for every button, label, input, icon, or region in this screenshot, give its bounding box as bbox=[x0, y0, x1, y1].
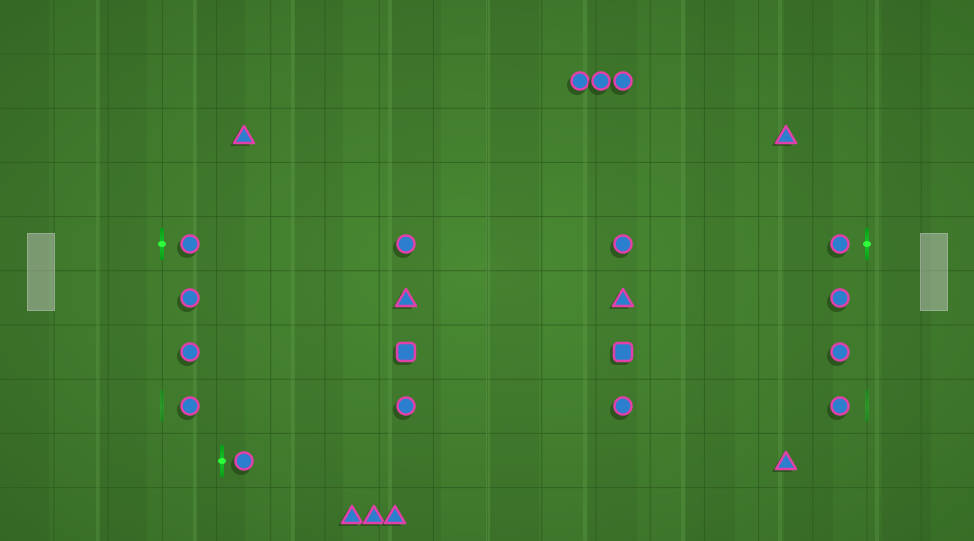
square-piece-icon bbox=[610, 341, 634, 366]
circle-piece-icon bbox=[176, 233, 200, 258]
circle-piece[interactable] bbox=[826, 285, 853, 312]
circle-piece[interactable] bbox=[176, 285, 203, 312]
circle-piece-icon bbox=[826, 396, 850, 421]
circle-piece[interactable] bbox=[176, 231, 203, 258]
right-goal bbox=[920, 233, 948, 311]
triangle-piece[interactable] bbox=[229, 122, 257, 148]
circle-piece[interactable] bbox=[826, 231, 853, 258]
square-piece[interactable] bbox=[393, 339, 419, 366]
circle-piece-icon bbox=[610, 396, 633, 421]
marker-dot-icon bbox=[218, 457, 227, 464]
triangle-piece[interactable] bbox=[338, 502, 365, 528]
field-stripe bbox=[388, 0, 392, 541]
circle-piece-icon bbox=[826, 342, 850, 367]
circle-piece-icon bbox=[826, 288, 850, 312]
triangle-piece-icon bbox=[609, 287, 635, 309]
circle-piece-icon bbox=[393, 233, 417, 258]
triangle-piece-icon bbox=[359, 504, 386, 526]
circle-piece[interactable] bbox=[610, 393, 636, 421]
field-stripe bbox=[583, 0, 587, 541]
position-marker bbox=[865, 390, 869, 423]
circle-piece[interactable] bbox=[610, 68, 636, 96]
circle-piece[interactable] bbox=[393, 393, 419, 421]
triangle-piece-icon bbox=[771, 450, 797, 472]
position-marker bbox=[160, 390, 165, 423]
circle-piece[interactable] bbox=[566, 68, 593, 96]
field-stripe bbox=[778, 0, 782, 541]
circle-piece-icon bbox=[610, 233, 633, 258]
triangle-piece-icon bbox=[771, 125, 797, 147]
triangle-piece-icon bbox=[338, 504, 364, 526]
circle-piece-icon bbox=[176, 288, 200, 312]
circle-piece[interactable] bbox=[176, 393, 203, 421]
field-stripe bbox=[875, 0, 879, 541]
field-stripe bbox=[193, 0, 197, 541]
field-stripe bbox=[291, 0, 295, 541]
marker-dot-icon bbox=[863, 240, 871, 247]
field-stripe bbox=[681, 0, 685, 541]
circle-piece[interactable] bbox=[393, 231, 419, 258]
circle-piece[interactable] bbox=[826, 393, 853, 421]
square-piece[interactable] bbox=[610, 339, 636, 366]
circle-piece-icon bbox=[230, 450, 254, 475]
field-stripe bbox=[486, 0, 490, 541]
position-marker bbox=[158, 227, 167, 260]
square-piece-icon bbox=[393, 341, 417, 366]
left-goal bbox=[27, 233, 55, 311]
position-marker bbox=[218, 444, 227, 477]
triangle-piece[interactable] bbox=[392, 285, 419, 311]
circle-piece[interactable] bbox=[610, 231, 636, 258]
triangle-piece[interactable] bbox=[609, 285, 636, 311]
circle-piece[interactable] bbox=[176, 339, 203, 367]
triangle-piece[interactable] bbox=[381, 502, 408, 528]
circle-piece[interactable] bbox=[588, 68, 614, 96]
marker-dot-icon bbox=[158, 240, 167, 247]
triangle-piece-icon bbox=[381, 504, 407, 526]
triangle-piece[interactable] bbox=[771, 448, 799, 474]
triangle-piece[interactable] bbox=[359, 502, 387, 528]
circle-piece-icon bbox=[588, 71, 612, 96]
circle-piece-icon bbox=[176, 396, 200, 421]
circle-piece-icon bbox=[393, 396, 417, 421]
field-stripe bbox=[96, 0, 100, 541]
circle-piece-icon bbox=[826, 233, 850, 258]
circle-piece[interactable] bbox=[826, 339, 853, 367]
triangle-piece[interactable] bbox=[771, 122, 799, 148]
circle-piece-icon bbox=[566, 71, 590, 96]
triangle-piece-icon bbox=[392, 287, 418, 309]
position-marker bbox=[863, 227, 871, 260]
circle-piece-icon bbox=[176, 342, 200, 367]
triangle-piece-icon bbox=[229, 125, 255, 147]
circle-piece-icon bbox=[610, 71, 633, 96]
circle-piece[interactable] bbox=[230, 448, 257, 475]
